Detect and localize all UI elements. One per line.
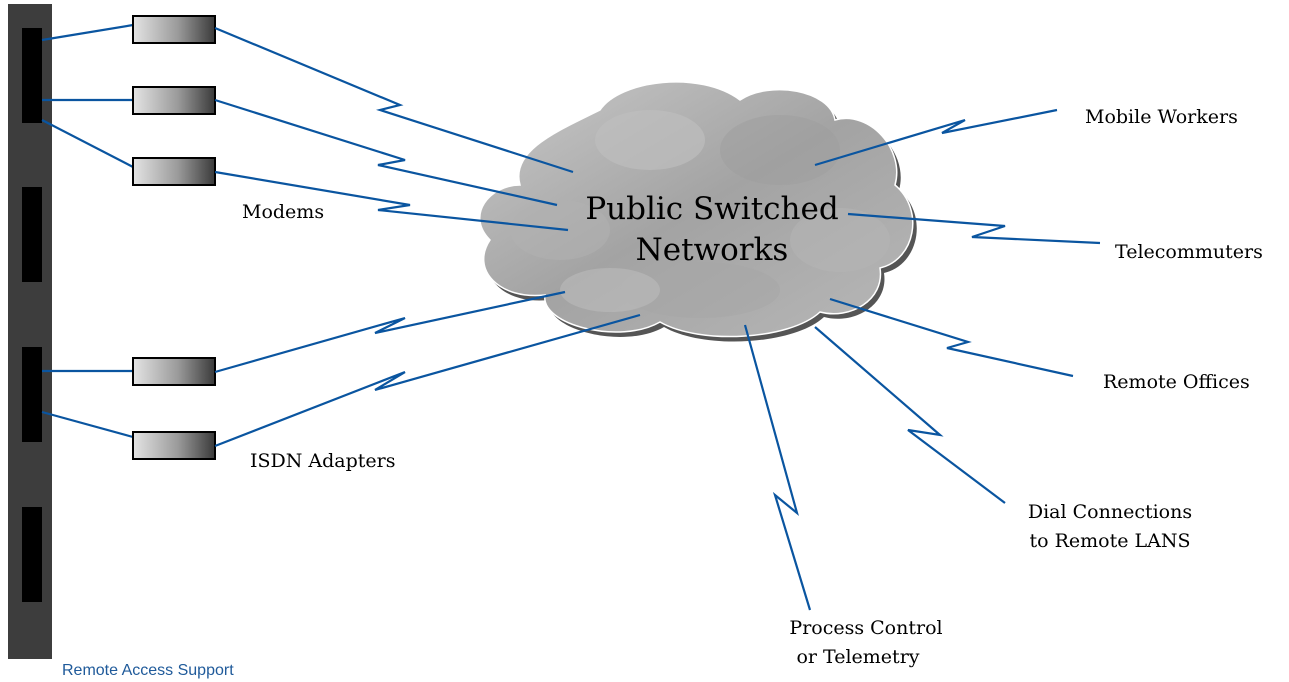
rack-wires xyxy=(41,23,134,439)
modem-links xyxy=(214,26,574,232)
link-dial-connections xyxy=(814,326,1006,504)
modem-device xyxy=(132,86,216,115)
rack-slot xyxy=(22,507,42,602)
rack-slot xyxy=(22,347,42,442)
figure-caption: Remote Access Support xyxy=(62,662,234,679)
pstn-cloud: Public Switched Networks xyxy=(479,81,917,342)
modem-device xyxy=(132,157,216,186)
link-telecommuters xyxy=(847,212,1101,245)
access-server-rack xyxy=(8,4,52,659)
cloud-title-line1: Public Switched xyxy=(585,191,838,227)
link-mobile-workers xyxy=(814,108,1058,167)
label-dial-connections-line1: Dial Connections xyxy=(1028,501,1192,523)
label-isdn-adapters: ISDN Adapters xyxy=(250,450,396,472)
link-process-control xyxy=(743,324,812,611)
remote-links xyxy=(743,108,1101,611)
label-process-control-line2: or Telemetry xyxy=(796,646,919,668)
modem-device xyxy=(132,15,216,44)
label-dial-connections-line2: to Remote LANS xyxy=(1029,530,1190,552)
link-remote-offices xyxy=(829,297,1074,378)
isdn-adapter-devices xyxy=(132,357,216,460)
isdn-adapter-device xyxy=(132,431,216,460)
rack-slot xyxy=(22,28,42,123)
label-modems: Modems xyxy=(242,201,324,223)
modem-devices xyxy=(132,15,216,186)
label-remote-offices: Remote Offices xyxy=(1103,371,1250,393)
label-process-control-line1: Process Control xyxy=(789,617,942,639)
label-telecommuters: Telecommuters xyxy=(1115,241,1263,263)
isdn-links xyxy=(214,290,641,448)
rack-slot xyxy=(22,187,42,282)
cloud-title-line2: Networks xyxy=(636,232,789,268)
label-mobile-workers: Mobile Workers xyxy=(1085,106,1238,128)
isdn-adapter-device xyxy=(132,357,216,386)
